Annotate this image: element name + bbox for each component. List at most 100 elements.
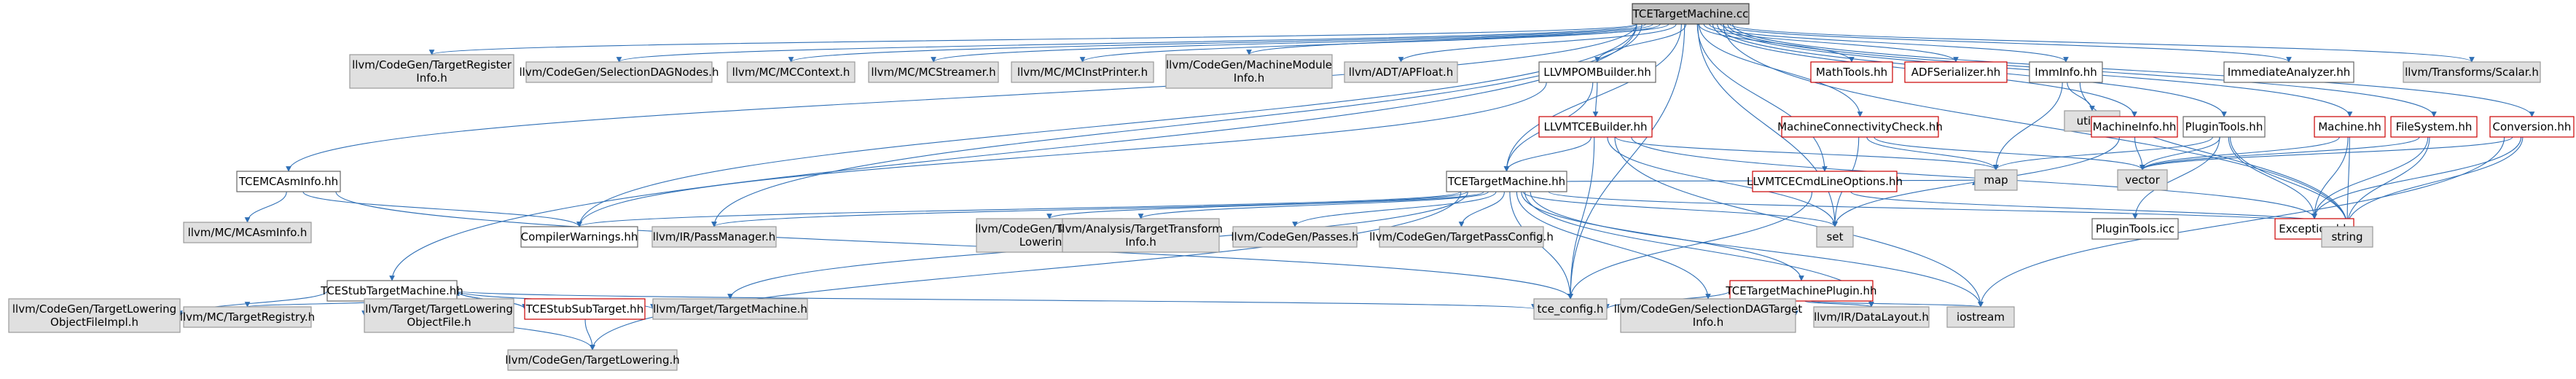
dependency-edge xyxy=(2311,136,2522,219)
graph-node-map[interactable]: map xyxy=(1974,169,2018,191)
graph-node-tcetmplugin[interactable]: TCETargetMachinePlugin.hh xyxy=(1725,280,1877,302)
graph-node-tgtlowering[interactable]: llvm/CodeGen/TargetLowering.h xyxy=(505,349,680,371)
node-label: llvm/MC/MCStreamer.h xyxy=(871,66,995,79)
node-box xyxy=(1538,116,1653,138)
node-label: Info.h xyxy=(1125,235,1156,249)
graph-node-filesystem[interactable]: FileSystem.hh xyxy=(2390,116,2478,138)
graph-node-mathtools[interactable]: MathTools.hh xyxy=(1810,61,1893,83)
graph-node-tcetm[interactable]: TCETargetMachine.hh xyxy=(1446,171,1567,192)
node-box xyxy=(1446,171,1567,192)
graph-node-tcestubsub[interactable]: TCEStubSubTarget.hh xyxy=(524,298,646,320)
graph-node-machineinfo[interactable]: MachineInfo.hh xyxy=(2091,116,2178,138)
dependency-edge xyxy=(1458,191,1505,227)
dependency-edge xyxy=(1866,136,1999,171)
graph-node-root[interactable]: TCETargetMachine.cc xyxy=(1632,3,1750,25)
graph-node-apfloat[interactable]: llvm/ADT/APFloat.h xyxy=(1344,61,1458,83)
graph-node-llvmtcebuilder[interactable]: LLVMTCEBuilder.hh xyxy=(1538,116,1653,138)
dependency-edge xyxy=(1729,23,2475,63)
dependency-edge xyxy=(1592,82,1599,117)
node-label: llvm/CodeGen/TargetRegister xyxy=(352,58,512,71)
graph-node-adfser[interactable]: ADFSerializer.hh xyxy=(1904,61,2008,83)
graph-node-tcemcasm[interactable]: TCEMCAsmInfo.hh xyxy=(236,171,341,192)
node-box xyxy=(1620,298,1796,333)
node-label: llvm/Transforms/Scalar.h xyxy=(2405,66,2539,79)
node-box xyxy=(525,61,713,83)
graph-node-mcasminfo[interactable]: llvm/MC/MCAsmInfo.h xyxy=(183,222,312,243)
node-box xyxy=(1538,61,1656,83)
graph-node-plugintoolsicc[interactable]: PluginTools.icc xyxy=(2091,218,2179,240)
graph-node-passmanager[interactable]: llvm/IR/PassManager.h xyxy=(651,226,777,248)
graph-node-mctgtreg[interactable]: llvm/MC/TargetRegistry.h xyxy=(180,306,315,328)
dependency-edge xyxy=(1046,191,1484,219)
graph-node-set[interactable]: set xyxy=(1816,226,1854,248)
graph-node-vector[interactable]: vector xyxy=(2117,169,2168,191)
graph-node-compilerwarnings[interactable]: CompilerWarnings.hh xyxy=(520,226,638,248)
node-box xyxy=(349,54,514,89)
dependency-edge xyxy=(286,23,1637,172)
dependency-edge xyxy=(1503,136,1592,172)
dependency-edge xyxy=(576,23,1637,227)
node-box xyxy=(1011,61,1154,83)
dependency-edge xyxy=(2229,136,2350,227)
graph-node-string[interactable]: string xyxy=(2321,226,2373,248)
dependency-edge xyxy=(2067,82,2095,112)
dependency-edge xyxy=(1521,191,1804,281)
graph-node-iostream[interactable]: iostream xyxy=(1946,306,2015,328)
node-box xyxy=(727,61,856,83)
dependency-edge xyxy=(711,191,1468,227)
graph-node-machine[interactable]: Machine.hh xyxy=(2314,116,2386,138)
node-box xyxy=(1816,226,1854,248)
node-label: FileSystem.hh xyxy=(2396,120,2473,133)
graph-node-passes[interactable]: llvm/CodeGen/Passes.h xyxy=(1231,226,1359,248)
node-label: Info.h xyxy=(1693,316,1723,329)
dependency-edge xyxy=(1804,300,1874,308)
graph-node-plugintools[interactable]: PluginTools.hh xyxy=(2182,116,2266,138)
graph-node-mcinstprinter[interactable]: llvm/MC/MCInstPrinter.h xyxy=(1011,61,1154,83)
node-box xyxy=(8,298,181,333)
dependency-edge xyxy=(1548,191,2350,227)
graph-node-tgtpassconfig[interactable]: llvm/CodeGen/TargetPassConfig.h xyxy=(1369,226,1554,248)
graph-node-imminfo[interactable]: ImmInfo.hh xyxy=(2029,61,2103,83)
node-label: TCETargetMachine.hh xyxy=(1447,175,1565,188)
graph-node-immanalyzer[interactable]: ImmediateAnalyzer.hh xyxy=(2223,61,2354,83)
graph-node-llvmpom[interactable]: LLVMPOMBuilder.hh xyxy=(1538,61,1656,83)
dependency-edge xyxy=(1594,23,1687,63)
node-label: llvm/MC/TargetRegistry.h xyxy=(180,310,315,324)
node-label: llvm/CodeGen/SelectionDAGNodes.h xyxy=(520,66,719,79)
graph-node-mcstreamer[interactable]: llvm/MC/MCStreamer.h xyxy=(868,61,999,83)
node-box xyxy=(2403,61,2541,83)
node-label: llvm/CodeGen/MachineModule xyxy=(1166,58,1332,71)
dependency-edge xyxy=(1615,136,1999,171)
dependency-edge xyxy=(1732,23,2535,117)
graph-node-seldagnodes[interactable]: llvm/CodeGen/SelectionDAGNodes.h xyxy=(520,61,719,83)
graph-node-tgtloweringobjimpl[interactable]: llvm/CodeGen/TargetLoweringObjectFileImp… xyxy=(8,298,181,333)
graph-node-targetmachine[interactable]: llvm/Target/TargetMachine.h xyxy=(652,298,808,320)
graph-node-transformsscalar[interactable]: llvm/Transforms/Scalar.h xyxy=(2403,61,2541,83)
graph-node-tcestubtm[interactable]: TCEStubTargetMachine.hh xyxy=(320,280,463,302)
node-box xyxy=(2182,116,2266,138)
graph-node-datalayout[interactable]: llvm/IR/DataLayout.h xyxy=(1813,306,1930,328)
dependency-edge xyxy=(429,23,1637,55)
node-box xyxy=(364,298,514,333)
graph-node-machconn[interactable]: MachineConnectivityCheck.hh xyxy=(1777,116,1943,138)
dependency-edge xyxy=(1993,136,2213,171)
node-label: Machine.hh xyxy=(2318,120,2381,133)
node-label: ADFSerializer.hh xyxy=(1911,66,2000,79)
graph-node-tceconfig[interactable]: tce_config.h xyxy=(1533,298,1608,320)
node-box xyxy=(868,61,999,83)
node-label: LLVMTCECmdLineOptions.hh xyxy=(1747,175,1903,188)
node-box xyxy=(1232,226,1358,248)
node-label: PluginTools.hh xyxy=(2185,120,2263,133)
graph-node-mccontext[interactable]: llvm/MC/MCContext.h xyxy=(727,61,856,83)
graph-node-llvmtcecmd[interactable]: LLVMTCECmdLineOptions.hh xyxy=(1747,171,1903,192)
node-box xyxy=(2321,226,2373,248)
node-label: map xyxy=(1984,173,2008,187)
graph-node-conversion[interactable]: Conversion.hh xyxy=(2489,116,2575,138)
dependency-edge xyxy=(2344,136,2524,227)
node-box xyxy=(236,171,341,192)
